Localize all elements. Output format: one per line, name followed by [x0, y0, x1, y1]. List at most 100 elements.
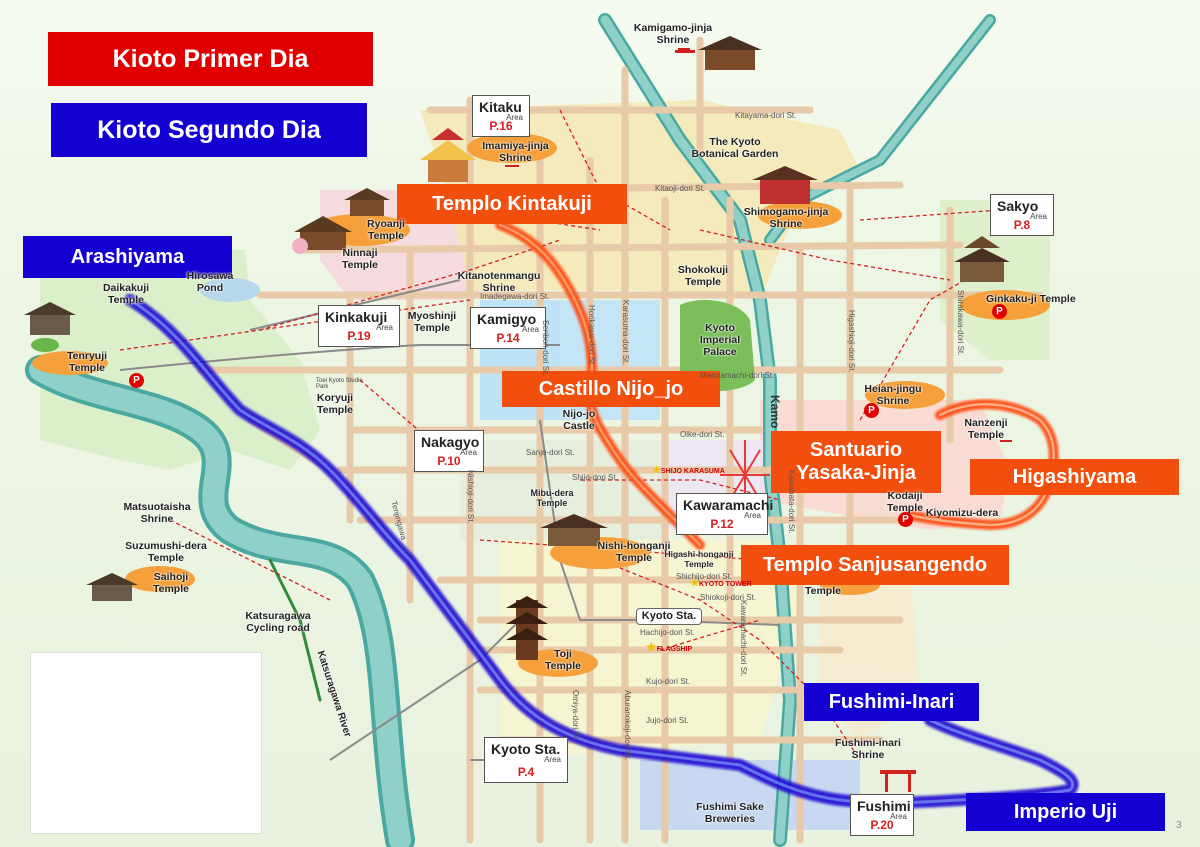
road-sanjo: Sanjo-dori St.	[526, 448, 575, 457]
road-aburanokoji: Aburanokoji-dori St.	[623, 690, 632, 761]
road-oike: Oike-dori St.	[680, 430, 725, 439]
area-sub: Area	[890, 812, 907, 821]
area-page: P.4	[517, 765, 535, 779]
place-saihoji: Saihoji Temple	[153, 571, 189, 596]
road-hachijo: Hachijo-dori St.	[640, 628, 695, 637]
road-horikawa: Horikawa-dori St.	[587, 305, 596, 367]
area-name: Kinkakuji	[325, 309, 388, 325]
place-markers	[32, 133, 1050, 677]
area-sub: Area	[506, 113, 523, 122]
area-page: P.14	[496, 331, 520, 345]
place-hirosawa: Hirosawa Pond	[186, 270, 234, 295]
place-kamigamo: Kamigamo-jinja Shrine	[633, 22, 713, 47]
road-karasuma: Karasuma-dori St.	[621, 300, 630, 365]
shimogamo-shrine-icon	[752, 166, 818, 204]
parking-icon: P	[992, 304, 1007, 319]
place-fushimi-inari-shrine: Fushimi-inari Shrine	[835, 737, 901, 762]
area-kamigyo: Kamigyo Area P.14	[470, 307, 546, 349]
kinkakuji-pagoda-icon	[420, 128, 476, 182]
area-name: Sakyo	[997, 198, 1039, 214]
area-page: P.10	[437, 454, 461, 468]
area-name: Kawaramachi	[683, 497, 774, 513]
uji-label: Imperio Uji	[966, 793, 1165, 831]
arashiyama-label: Arashiyama	[23, 236, 232, 278]
area-fushimi: Fushimi Area P.20	[850, 794, 914, 836]
road-shijo: Shijo-dori St.	[572, 473, 618, 482]
higashiyama-text: Higashiyama	[1012, 465, 1137, 488]
area-kawaramachi: Kawaramachi Area P.12	[676, 493, 773, 535]
road-shiokoji: Shiokoji-dori St.	[700, 593, 757, 602]
place-nanzenji: Nanzenji Temple	[964, 417, 1008, 442]
torii-small-icons	[505, 48, 1012, 442]
area-sub: Area	[522, 325, 539, 334]
yasaka-text: Santuario Yasaka-Jinja	[795, 439, 917, 484]
star-kyoto-tower: ★KYOTO TOWER	[690, 578, 752, 589]
ninnaji-temple-icon	[292, 216, 352, 254]
road-kawaramachi: Kawaramachi-dori St.	[739, 600, 748, 677]
ryoanji-temple-icon	[344, 188, 390, 216]
road-kujo: Kujo-dori St.	[646, 677, 691, 686]
nijo-label: Castillo Nijo_jo	[502, 371, 720, 407]
kamigamo-shrine-icon	[675, 36, 762, 70]
road-omiya: Omiya-dori St.	[571, 690, 580, 742]
place-myoshinji: Myoshinji Temple	[407, 310, 457, 335]
day2-route	[124, 294, 1079, 809]
place-ginkakuji: Ginkaku-ji Temple	[986, 293, 1076, 305]
tenryuji-temple-icon	[24, 302, 76, 335]
place-daikakuji: Daikakuji Temple	[102, 282, 150, 307]
road-imadegawa: Imadegawa-dori St.	[480, 292, 550, 301]
road-senbon: Senbon-dori St.	[541, 320, 550, 376]
area-name: Nakagyo	[421, 434, 480, 450]
place-nishihonganji: Nishi-honganji Temple	[597, 540, 671, 565]
place-ryoanji: Ryoanji Temple	[367, 218, 405, 243]
nijo-text: Castillo Nijo_jo	[538, 377, 684, 400]
road-jujo: Jujo-dori St.	[646, 716, 689, 725]
temple-icons	[24, 36, 1012, 792]
place-shimogamo: Shimogamo-jinja Shrine	[743, 206, 829, 231]
road-marutamachi: Marutamachi-dori St.	[700, 371, 775, 380]
road-shichijo: Shichijo-dori St.	[676, 572, 733, 581]
place-imamiya: Imamiya-jinja Shrine	[482, 140, 549, 165]
ginkakuji-temple-icon	[954, 236, 1010, 282]
toji-pagoda-icon	[506, 596, 548, 660]
place-higashihonganji: Higashi-honganji Temple	[664, 549, 734, 569]
place-toei: Toei Kyoto Studio Park	[316, 378, 363, 390]
road-nishioji: Nishioji-dori St.	[466, 470, 475, 524]
place-nijo-castle: Nijo-jo Castle	[562, 408, 596, 433]
road-kitayama: Kitayama-dori St.	[735, 111, 797, 120]
place-ninnaji: Ninnaji Temple	[342, 247, 378, 272]
area-kyotosta: Kyoto Sta. Area P.4	[484, 737, 568, 783]
place-heian: Heian-jingu Shrine	[864, 383, 922, 408]
place-suzumushi: Suzumushi-dera Temple	[125, 540, 207, 565]
place-kiyomizu: Kiyomizu-dera	[925, 507, 999, 519]
page-number: 3	[1176, 820, 1182, 831]
area-sub: Area	[744, 511, 761, 520]
sanjusangendo-label: Templo Sanjusangendo	[741, 545, 1009, 585]
area-sub: Area	[376, 323, 393, 332]
parks	[31, 278, 755, 392]
arashiyama-text: Arashiyama	[70, 245, 185, 268]
fushimi-inari-label: Fushimi-Inari	[804, 683, 979, 721]
area-page: P.19	[347, 329, 371, 343]
area-sub: Area	[544, 755, 561, 764]
place-katsuragawa-cycling: Katsuragawa Cycling road	[245, 610, 311, 635]
nishihonganji-temple-icon	[540, 514, 608, 546]
area-sub: Area	[1030, 212, 1047, 221]
legend-day1-banner: Kioto Primer Dia	[48, 32, 373, 86]
area-page: P.20	[870, 818, 894, 832]
legend-day2-banner: Kioto Segundo Dia	[51, 103, 367, 157]
day1-route	[495, 220, 1059, 550]
star-flagship: ★FLAGSHIP	[646, 640, 693, 654]
saihoji-temple-icon	[86, 573, 138, 601]
road-kitaoji: Kitaoji-dori St.	[655, 184, 705, 193]
area-sub: Area	[460, 448, 477, 457]
place-shokokuji: Shokokuji Temple	[677, 264, 729, 289]
fushimi-inari-torii-icon	[880, 770, 916, 792]
place-matsuotaisha: Matsuotaisha Shrine	[123, 501, 191, 526]
blank-panel	[30, 652, 262, 834]
area-page: P.8	[1013, 218, 1031, 232]
place-botanical: The Kyoto Botanical Garden	[691, 136, 779, 161]
kinkakuji-text: Templo Kintakuji	[432, 192, 592, 215]
area-page: P.16	[489, 119, 513, 133]
legend-day1-label: Kioto Primer Dia	[112, 44, 309, 73]
